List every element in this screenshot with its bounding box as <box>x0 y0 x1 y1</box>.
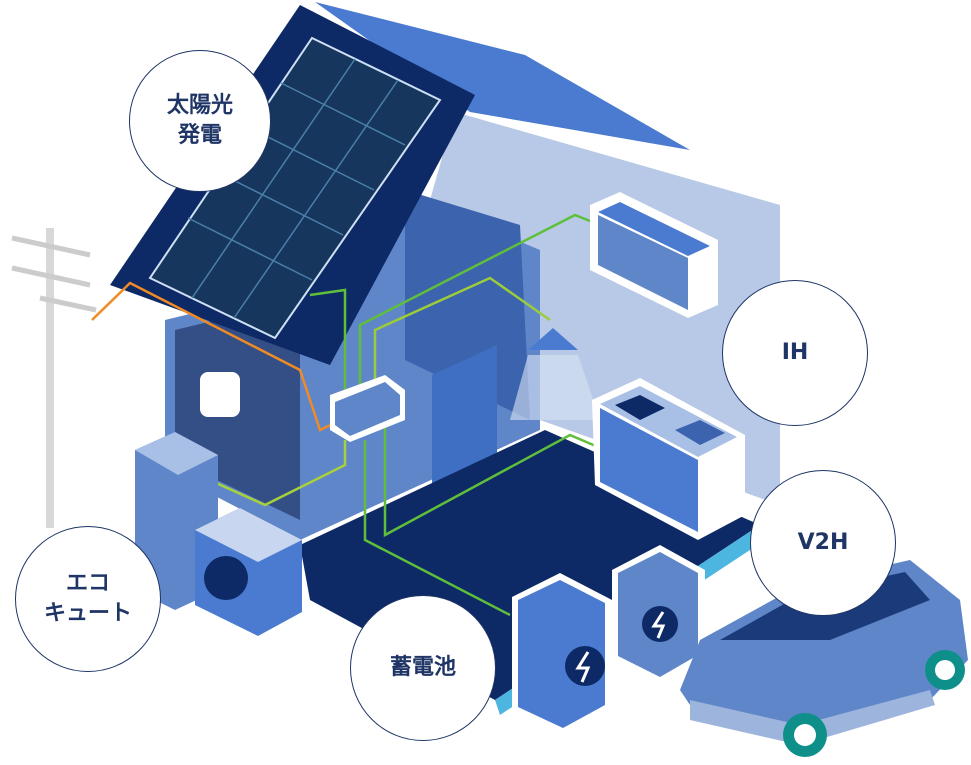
ecocute-wire <box>204 440 347 507</box>
grid-wire <box>91 281 346 432</box>
power-wires <box>91 213 606 617</box>
ih-wire <box>383 405 606 538</box>
light-wire <box>373 276 551 390</box>
solar-panel-grid <box>187 58 406 319</box>
label-solar: 太陽光 発電 <box>129 50 271 192</box>
utility-pole <box>11 228 97 528</box>
roof <box>315 2 690 150</box>
water-heater <box>200 372 240 417</box>
label-ecocute: エコ キュート <box>15 526 161 672</box>
label-ih: IH <box>722 280 868 426</box>
label-battery: 蓄電池 <box>350 595 496 741</box>
battery-wire <box>363 440 511 617</box>
ac-wire <box>358 213 601 395</box>
house-wall-gable <box>405 190 530 420</box>
solar-wire <box>309 288 347 410</box>
label-v2h: V2H <box>750 470 896 616</box>
solar-panel <box>148 36 442 340</box>
ceiling-light <box>528 328 578 350</box>
